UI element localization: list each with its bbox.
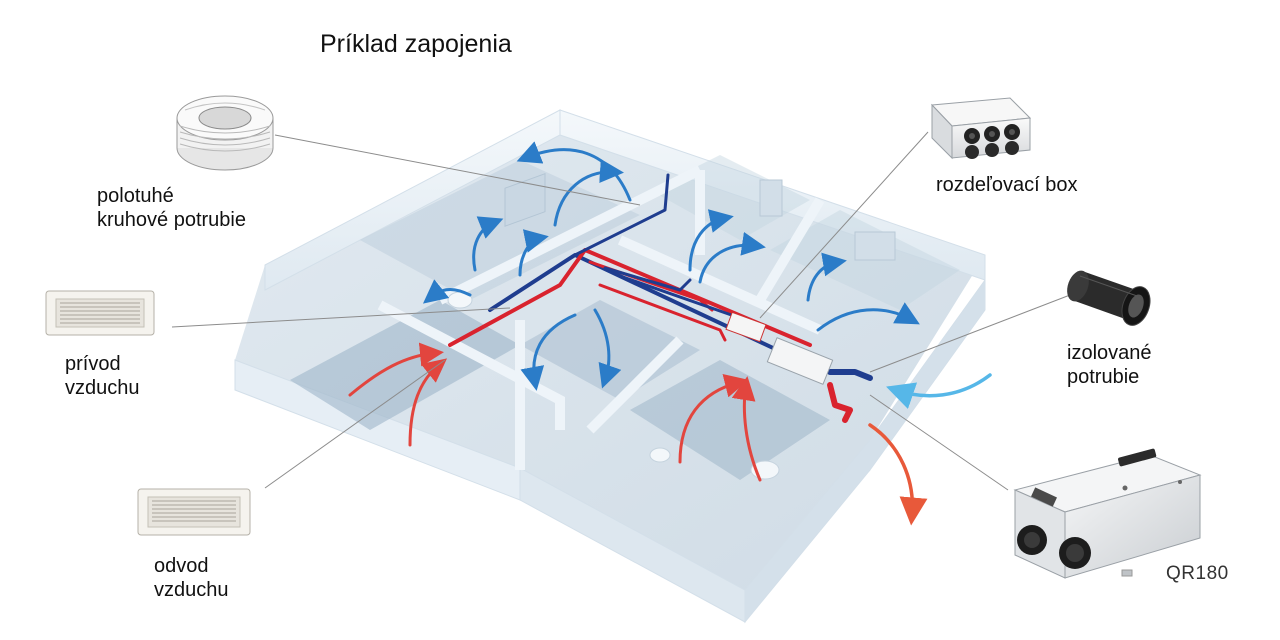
supply-air-line-1: prívod <box>65 353 121 375</box>
exhaust-air-line-2: vzduchu <box>154 579 229 601</box>
insulated-pipe-label: izolované potrubie <box>1067 341 1152 389</box>
distribution-box-icon <box>930 97 1032 160</box>
supply-air-label: prívod vzduchu <box>65 352 140 400</box>
supply-duct <box>598 283 727 342</box>
supply-duct <box>827 382 853 423</box>
pipe-semi-rigid-line-1: polotuhé <box>97 185 174 207</box>
distribution-box-label: rozdeľovací box <box>936 174 1078 196</box>
pipe-semi-rigid-line-2: kruhové potrubie <box>97 209 246 231</box>
pipe-semi-rigid-label: polotuhé kruhové potrubie <box>97 184 246 232</box>
unit-model-label: QR180 <box>1166 563 1229 584</box>
extract-duct <box>573 173 670 257</box>
supply-duct <box>448 248 812 347</box>
extract-duct <box>603 266 692 292</box>
ventilation-unit-icon <box>1013 448 1202 579</box>
exhaust-air-label: odvod vzduchu <box>154 554 229 602</box>
air-grille-icon <box>45 290 155 336</box>
insulated-pipe-icon <box>1067 270 1151 326</box>
coiled-pipe-icon <box>176 95 274 171</box>
insulated-pipe-line-2: potrubie <box>1067 366 1140 388</box>
duct-network <box>448 173 873 423</box>
extract-duct <box>827 369 873 381</box>
airflow-arrows <box>348 141 992 526</box>
insulated-pipe-line-1: izolované <box>1067 342 1152 364</box>
diagram-title: Príklad zapojenia <box>320 30 512 58</box>
leader-lines <box>171 131 1071 491</box>
exhaust-air-line-1: odvod <box>154 555 209 577</box>
supply-air-line-2: vzduchu <box>65 377 140 399</box>
apartment-floorplan <box>234 109 986 624</box>
air-grille-icon <box>137 488 251 536</box>
